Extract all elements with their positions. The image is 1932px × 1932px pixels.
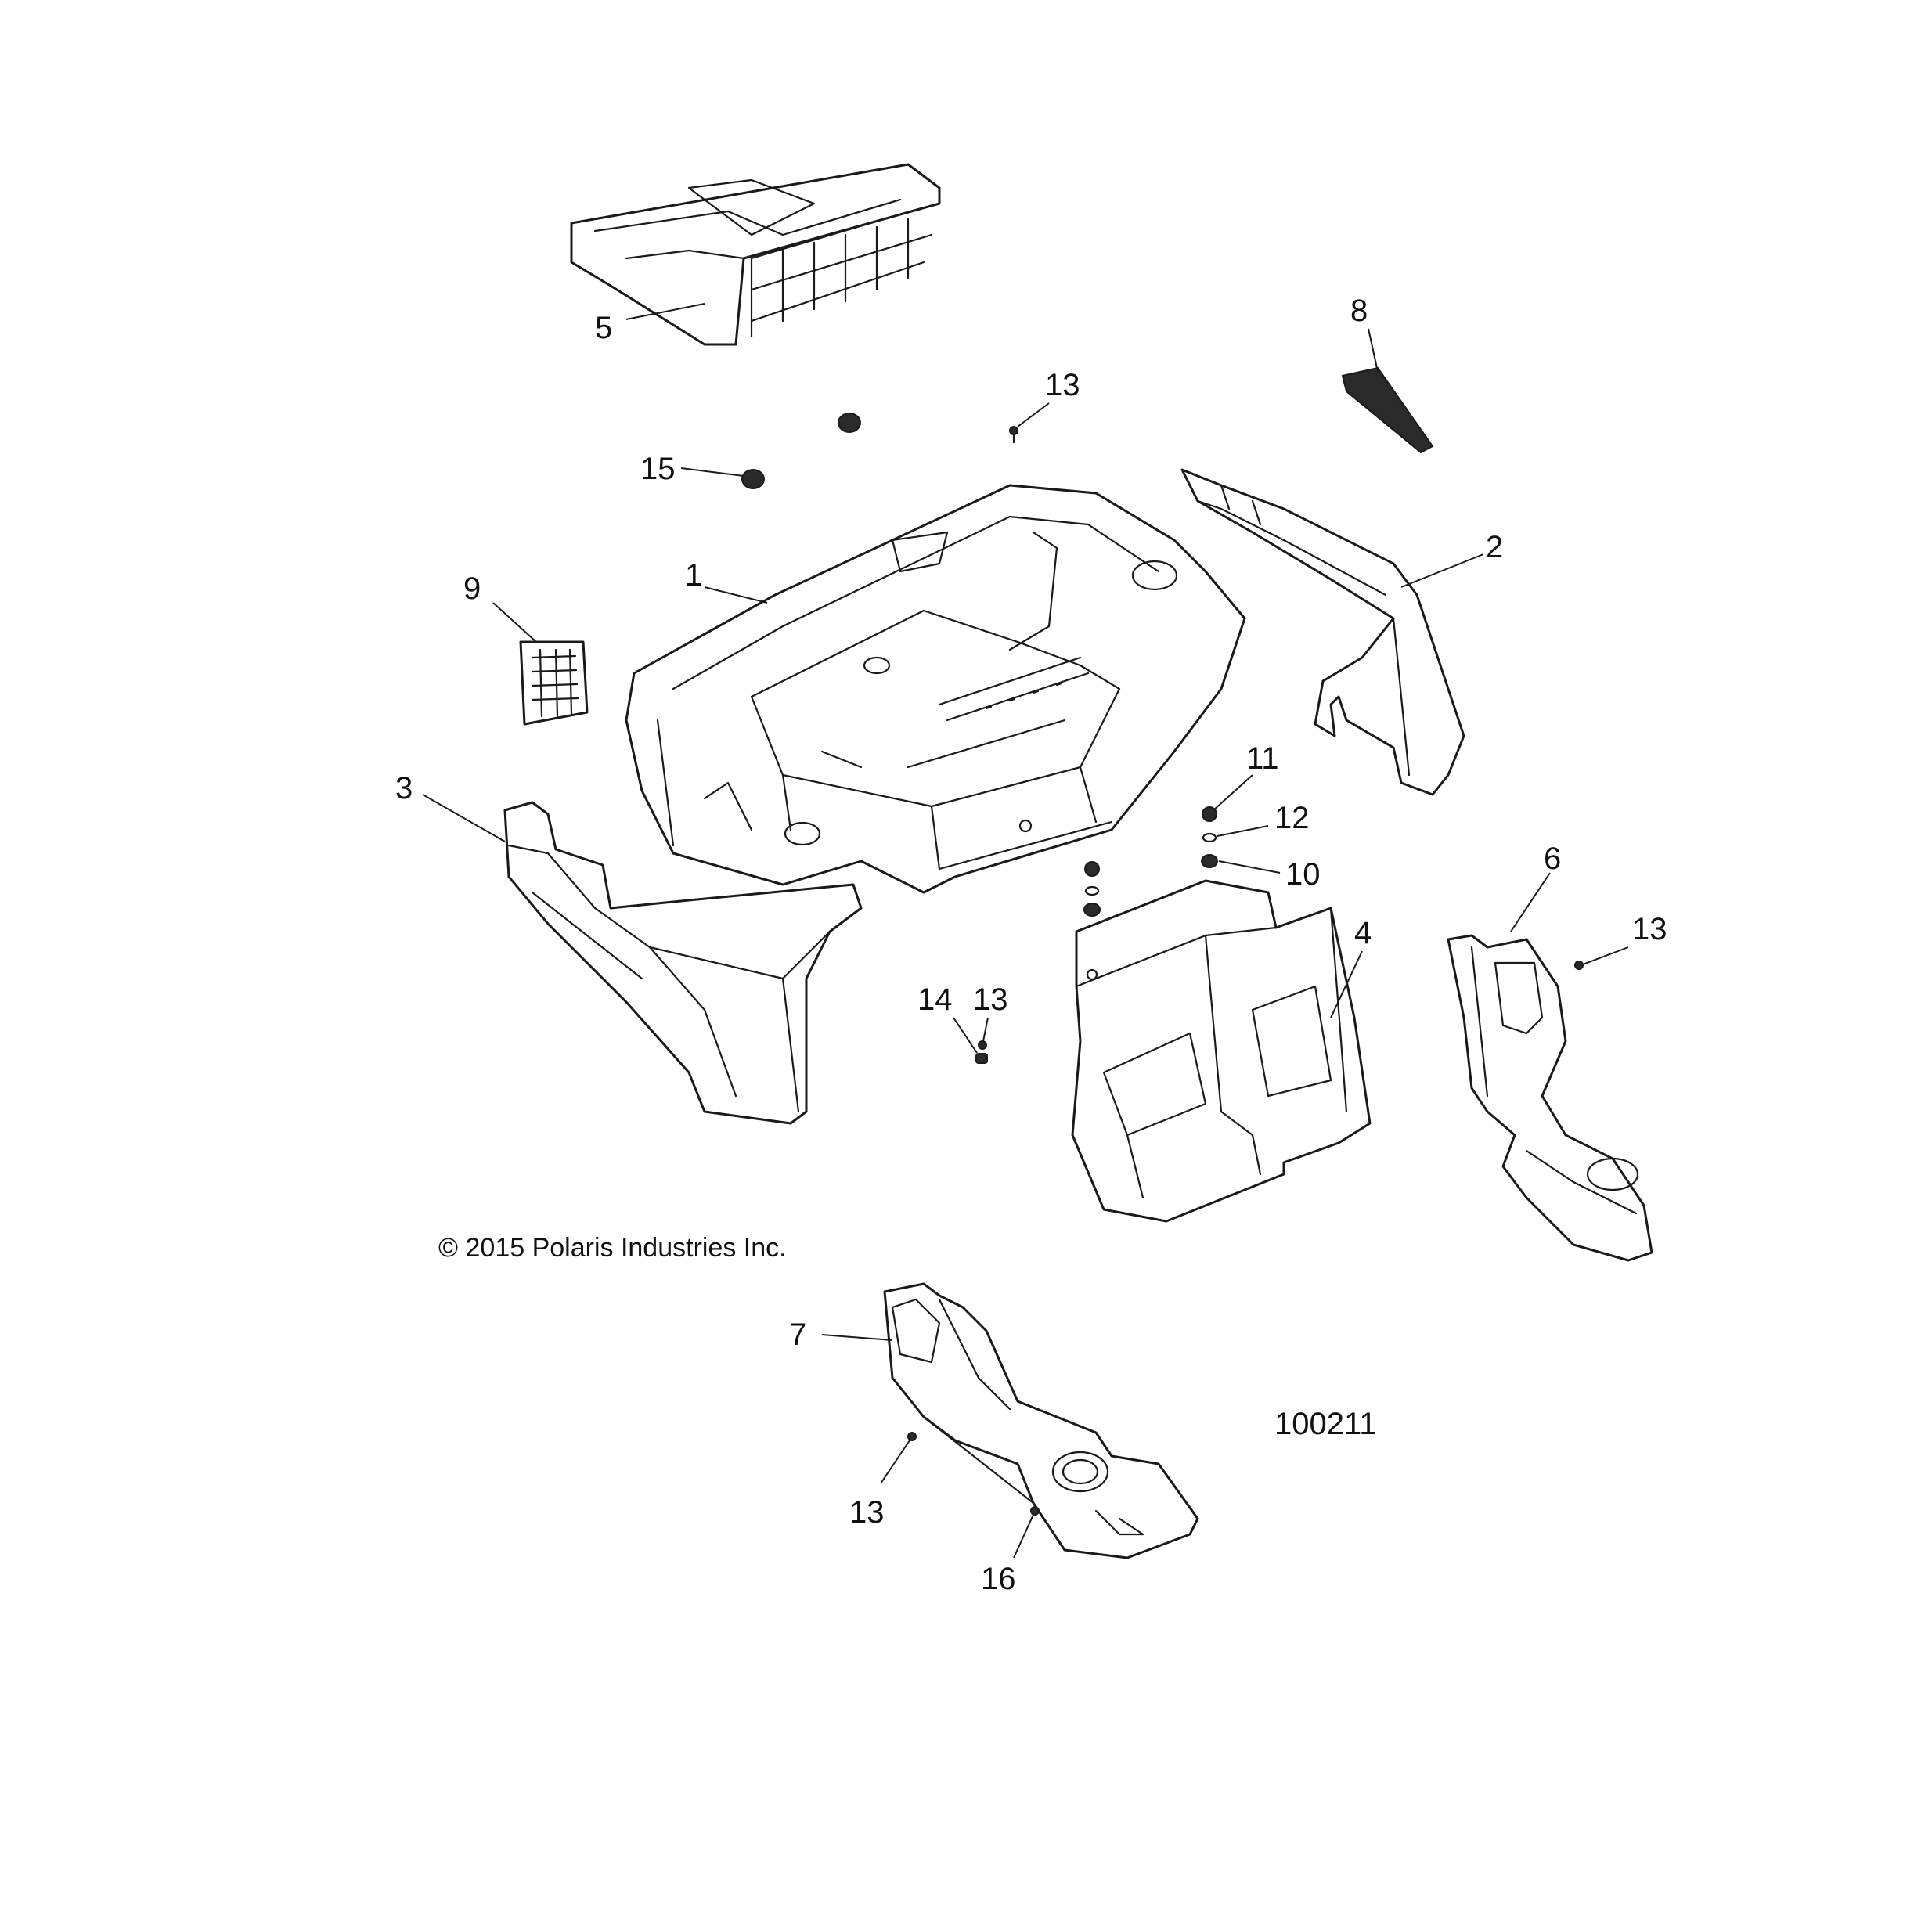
part-2-side-panel-right [1180, 468, 1465, 796]
part-9-vent [519, 640, 589, 726]
callout-labels: 5 8 13 15 1 2 9 3 11 12 10 4 6 13 14 13 … [395, 294, 1667, 1596]
callout-16: 16 [981, 1562, 1016, 1596]
diagram-id: 100211 [1274, 1407, 1377, 1441]
part-7-footwell-left [883, 1282, 1199, 1559]
part-15-grommets [741, 413, 861, 489]
part-6-footwell-right [1447, 934, 1653, 1262]
callout-2: 2 [1486, 530, 1503, 564]
callout-1: 1 [685, 558, 702, 593]
leader-lines [422, 303, 1629, 1559]
callout-8: 8 [1350, 294, 1368, 328]
callout-13-top: 13 [1045, 368, 1080, 402]
callout-14: 14 [917, 982, 953, 1017]
part-11-12-10-hardware-right [1201, 806, 1218, 868]
hardware-stack-center [1083, 861, 1101, 917]
callout-3: 3 [395, 771, 413, 806]
part-4-floor-panel [1071, 879, 1372, 1223]
callout-6: 6 [1544, 842, 1561, 876]
part-3-side-panel-left [503, 801, 863, 1125]
callout-13-bottom: 13 [849, 1495, 885, 1530]
callout-13-right: 13 [1632, 912, 1667, 946]
part-13-screw-top [1009, 426, 1018, 444]
callout-4: 4 [1354, 916, 1372, 950]
callout-11: 11 [1246, 741, 1279, 776]
callout-10: 10 [1285, 857, 1321, 892]
callout-13-center: 13 [973, 982, 1008, 1017]
copyright-text: © 2015 Polaris Industries Inc. [438, 1233, 787, 1263]
part-8-bracket [1341, 366, 1434, 454]
callout-5: 5 [595, 311, 612, 345]
part-14-clip [975, 1040, 988, 1064]
callout-15: 15 [640, 452, 676, 486]
part-1-cargo-box [625, 484, 1246, 894]
part-5-tray [570, 163, 941, 346]
callout-7: 7 [789, 1317, 806, 1352]
callout-12: 12 [1274, 801, 1310, 835]
callout-9: 9 [463, 571, 481, 606]
